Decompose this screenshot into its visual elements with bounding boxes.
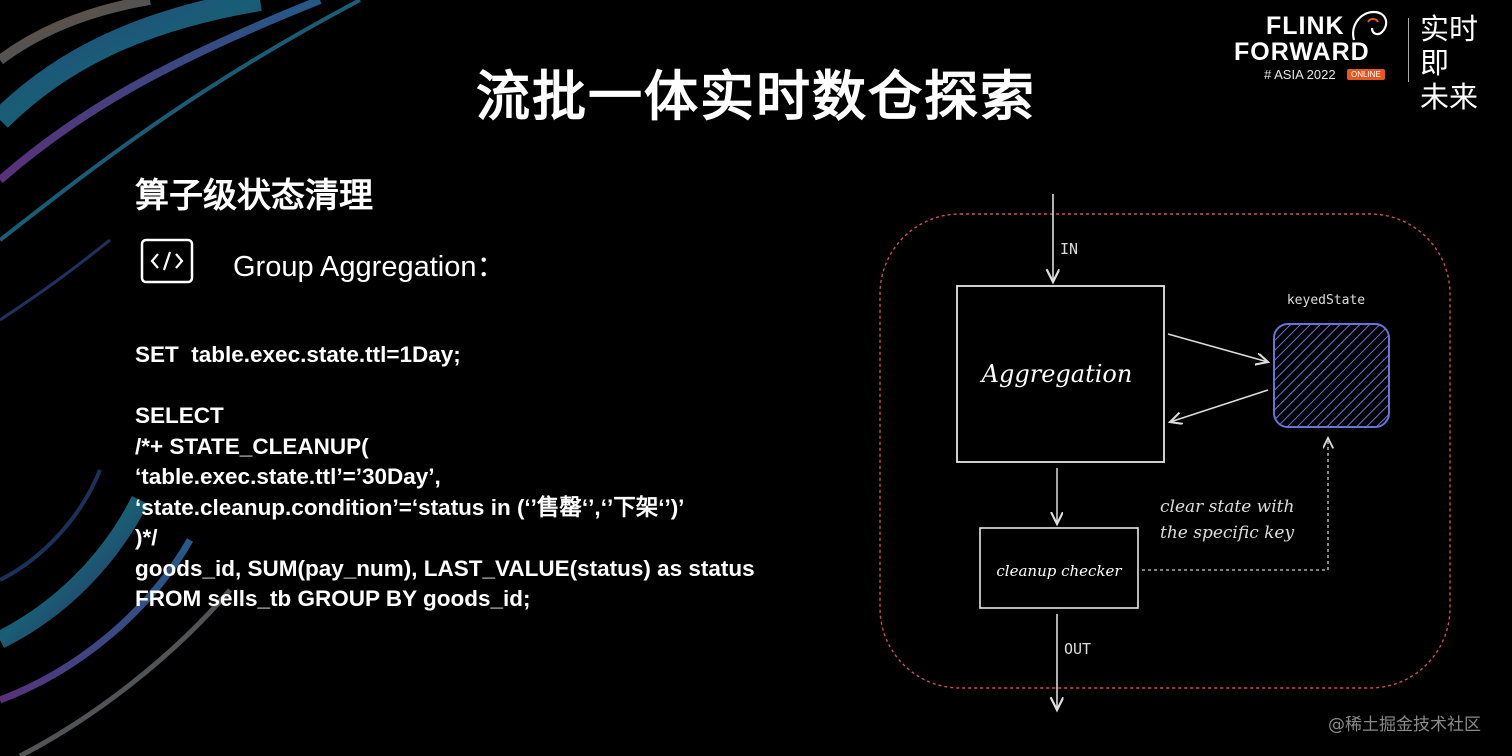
flink-forward-logo: FLINK FORWARD # ASIA 2022 ONLINE 实时即 未来: [1230, 10, 1500, 114]
clear-state-note-line2: the specific key: [1160, 523, 1294, 543]
logo-asia-text: # ASIA 2022: [1264, 67, 1336, 82]
code-line: [135, 371, 755, 402]
sql-code-block: SET table.exec.state.ttl=1Day; SELECT /*…: [135, 340, 755, 615]
operator-boundary: [879, 213, 1451, 689]
code-line: SET table.exec.state.ttl=1Day;: [135, 342, 461, 367]
code-icon: [140, 238, 194, 284]
code-line: goods_id, SUM(pay_num), LAST_VALUE(statu…: [135, 555, 755, 581]
code-line: FROM sells_tb GROUP BY goods_id;: [135, 586, 531, 611]
keyed-state-label: keyedState: [1287, 293, 1365, 308]
keyed-state-box: [1273, 323, 1390, 428]
logo-slogan-line2: 未来: [1420, 80, 1479, 114]
clear-state-path: [1142, 438, 1328, 571]
cleanup-checker-label: cleanup checker: [996, 562, 1122, 580]
logo-online-badge: ONLINE: [1347, 69, 1385, 80]
logo-slogan-line1: 实时即: [1420, 12, 1479, 80]
section-title: 算子级状态清理: [135, 176, 373, 216]
slide-title: 流批一体实时数仓探索: [476, 65, 1036, 128]
group-aggregation-label: Group Aggregation：: [233, 251, 506, 283]
code-line: )*/: [135, 525, 158, 550]
out-label: OUT: [1064, 640, 1091, 658]
watermark: @稀土掘金技术社区: [1328, 715, 1481, 735]
read-state-arrow: [1170, 389, 1269, 422]
logo-slogan: 实时即 未来: [1420, 12, 1490, 114]
code-line: ‘table.exec.state.ttl’=’30Day’,: [135, 464, 441, 489]
code-line: /*+ STATE_CLEANUP(: [135, 433, 369, 459]
aggregation-label: Aggregation: [980, 360, 1133, 388]
logo-forward-text: FORWARD: [1234, 38, 1370, 66]
clear-state-note-line1: clear state with: [1160, 497, 1294, 517]
in-label: IN: [1060, 240, 1078, 258]
code-line: ‘state.cleanup.condition’=‘status in (‘’…: [135, 494, 685, 520]
code-line: SELECT: [135, 403, 224, 428]
logo-divider: [1408, 18, 1409, 82]
cleanup-checker-box: [979, 527, 1139, 609]
state-cleanup-diagram: IN Aggregation keyedState cleanup checke…: [879, 194, 1451, 720]
squirrel-icon: [1352, 10, 1388, 41]
aggregation-box: [956, 285, 1165, 463]
logo-flink-text: FLINK: [1266, 12, 1345, 40]
write-state-arrow: [1167, 333, 1268, 362]
